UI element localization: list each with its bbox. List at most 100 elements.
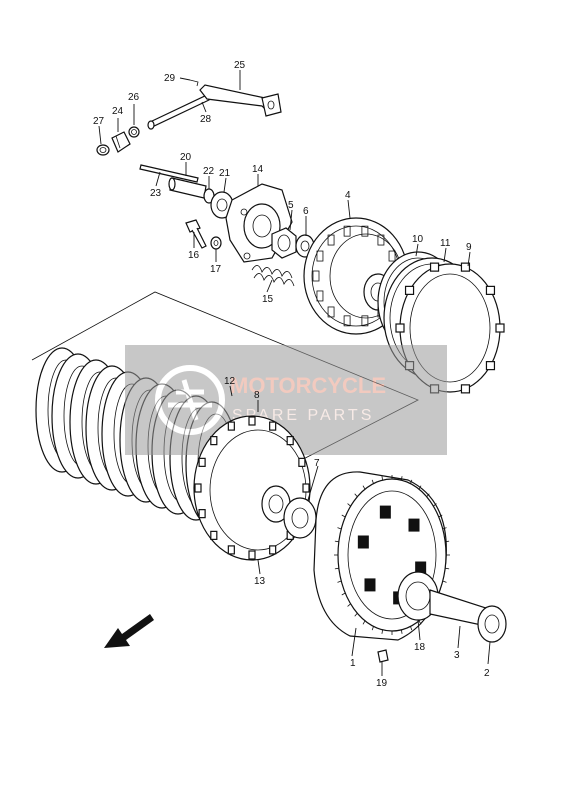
clutch-sleeve-hub (193, 415, 311, 561)
callout-18: 18 (414, 642, 426, 653)
callout-12: 12 (224, 376, 236, 387)
small-hardware-group (96, 126, 140, 156)
hub-slot (269, 545, 277, 555)
callout-28: 28 (200, 114, 212, 125)
bolt-and-washer (185, 219, 222, 250)
housing-window (364, 578, 376, 592)
gear-tooth (410, 626, 413, 631)
callout-4: 4 (345, 190, 351, 201)
callout-24: 24 (112, 106, 124, 117)
pressure-plate-slot (316, 250, 324, 262)
hub-slot (194, 483, 202, 493)
release-shaft (147, 79, 282, 130)
gear-tooth (337, 527, 342, 530)
callout-labels: 1 2 3 4 5 6 7 8 9 10 11 12 13 14 15 16 1… (93, 60, 490, 689)
callout-9: 9 (466, 242, 472, 253)
gear-tooth (334, 567, 339, 570)
hub-slot (198, 457, 206, 467)
housing-teeth (334, 475, 450, 635)
hub-slot (198, 509, 206, 519)
hub-slot (248, 550, 256, 560)
housing-window (379, 505, 391, 519)
gear-tooth (347, 603, 351, 607)
gear-tooth (442, 580, 447, 583)
thrust-washer (283, 497, 317, 539)
gear-tooth (347, 503, 351, 507)
gear-tooth (426, 493, 430, 498)
callout-6: 6 (303, 206, 309, 217)
pressure-plate-slot (312, 270, 320, 282)
hub-slot (227, 545, 235, 555)
gear-tooth (371, 479, 374, 484)
hub-slot (269, 421, 277, 431)
callout-16: 16 (188, 250, 200, 261)
pressure-plate-slot (316, 290, 324, 302)
pressure-plate-slot (327, 306, 335, 318)
gear-tooth (445, 540, 450, 543)
hub-slot (298, 457, 306, 467)
gear-tooth (341, 514, 346, 518)
pressure-plate-slot (327, 234, 335, 246)
gear-tooth (410, 479, 413, 484)
pressure-plate-slot (388, 250, 396, 262)
gear-tooth (418, 620, 422, 625)
gear-tooth (362, 485, 366, 490)
hub-slot (210, 436, 218, 446)
gear-tooth (354, 612, 358, 617)
gear-tooth (341, 592, 346, 596)
disc-tab (404, 285, 415, 295)
disc-tab (460, 384, 471, 394)
gear-tooth (354, 493, 358, 498)
pressure-plate-slot (343, 225, 351, 237)
callout-20: 20 (180, 152, 192, 163)
callout-21: 21 (219, 168, 231, 179)
gear-tooth (438, 514, 443, 518)
pressure-plate-slot (377, 234, 385, 246)
callout-25: 25 (234, 60, 246, 71)
gear-tooth (362, 620, 366, 625)
callout-27: 27 (93, 116, 105, 127)
watermark-line1: MOTORCYCLE (230, 373, 386, 398)
callout-26: 26 (128, 92, 140, 103)
callout-13: 13 (254, 576, 266, 587)
gear-tooth (400, 629, 403, 634)
callout-2: 2 (484, 668, 490, 679)
disc-tab (429, 262, 440, 272)
hub-slot (302, 483, 310, 493)
hub-slot (286, 436, 294, 446)
gear-tooth (337, 580, 342, 583)
gear-tooth (433, 503, 437, 507)
callout-19: 19 (376, 678, 388, 689)
callout-11: 11 (440, 238, 451, 249)
callout-29: 29 (164, 73, 176, 84)
callout-14: 14 (252, 164, 264, 175)
gear-tooth (400, 476, 403, 481)
disc-tab (485, 361, 496, 371)
pressure-plate-slot (343, 315, 351, 327)
callout-7: 7 (314, 458, 320, 469)
callout-15: 15 (262, 294, 274, 305)
disc-tab (485, 285, 496, 295)
hub-slot (210, 530, 218, 540)
hub-slot (227, 421, 235, 431)
hub-slot (248, 416, 256, 426)
callout-22: 22 (203, 166, 215, 177)
leader-lines (98, 70, 491, 676)
disc-tab (495, 323, 505, 333)
gear-tooth (418, 485, 422, 490)
gear-tooth (445, 567, 450, 570)
callout-17: 17 (210, 264, 222, 275)
callout-23: 23 (150, 188, 162, 199)
callout-3: 3 (454, 650, 460, 661)
callout-10: 10 (412, 234, 424, 245)
front-direction-arrow (104, 614, 154, 648)
gear-tooth (334, 540, 339, 543)
gear-tooth (442, 527, 447, 530)
callout-5: 5 (288, 200, 294, 211)
gear-tooth (381, 476, 384, 481)
disc-tab (460, 262, 471, 272)
lifter-plate (225, 183, 293, 263)
push-rod (139, 164, 199, 183)
drive-gear-spacer (377, 571, 507, 663)
